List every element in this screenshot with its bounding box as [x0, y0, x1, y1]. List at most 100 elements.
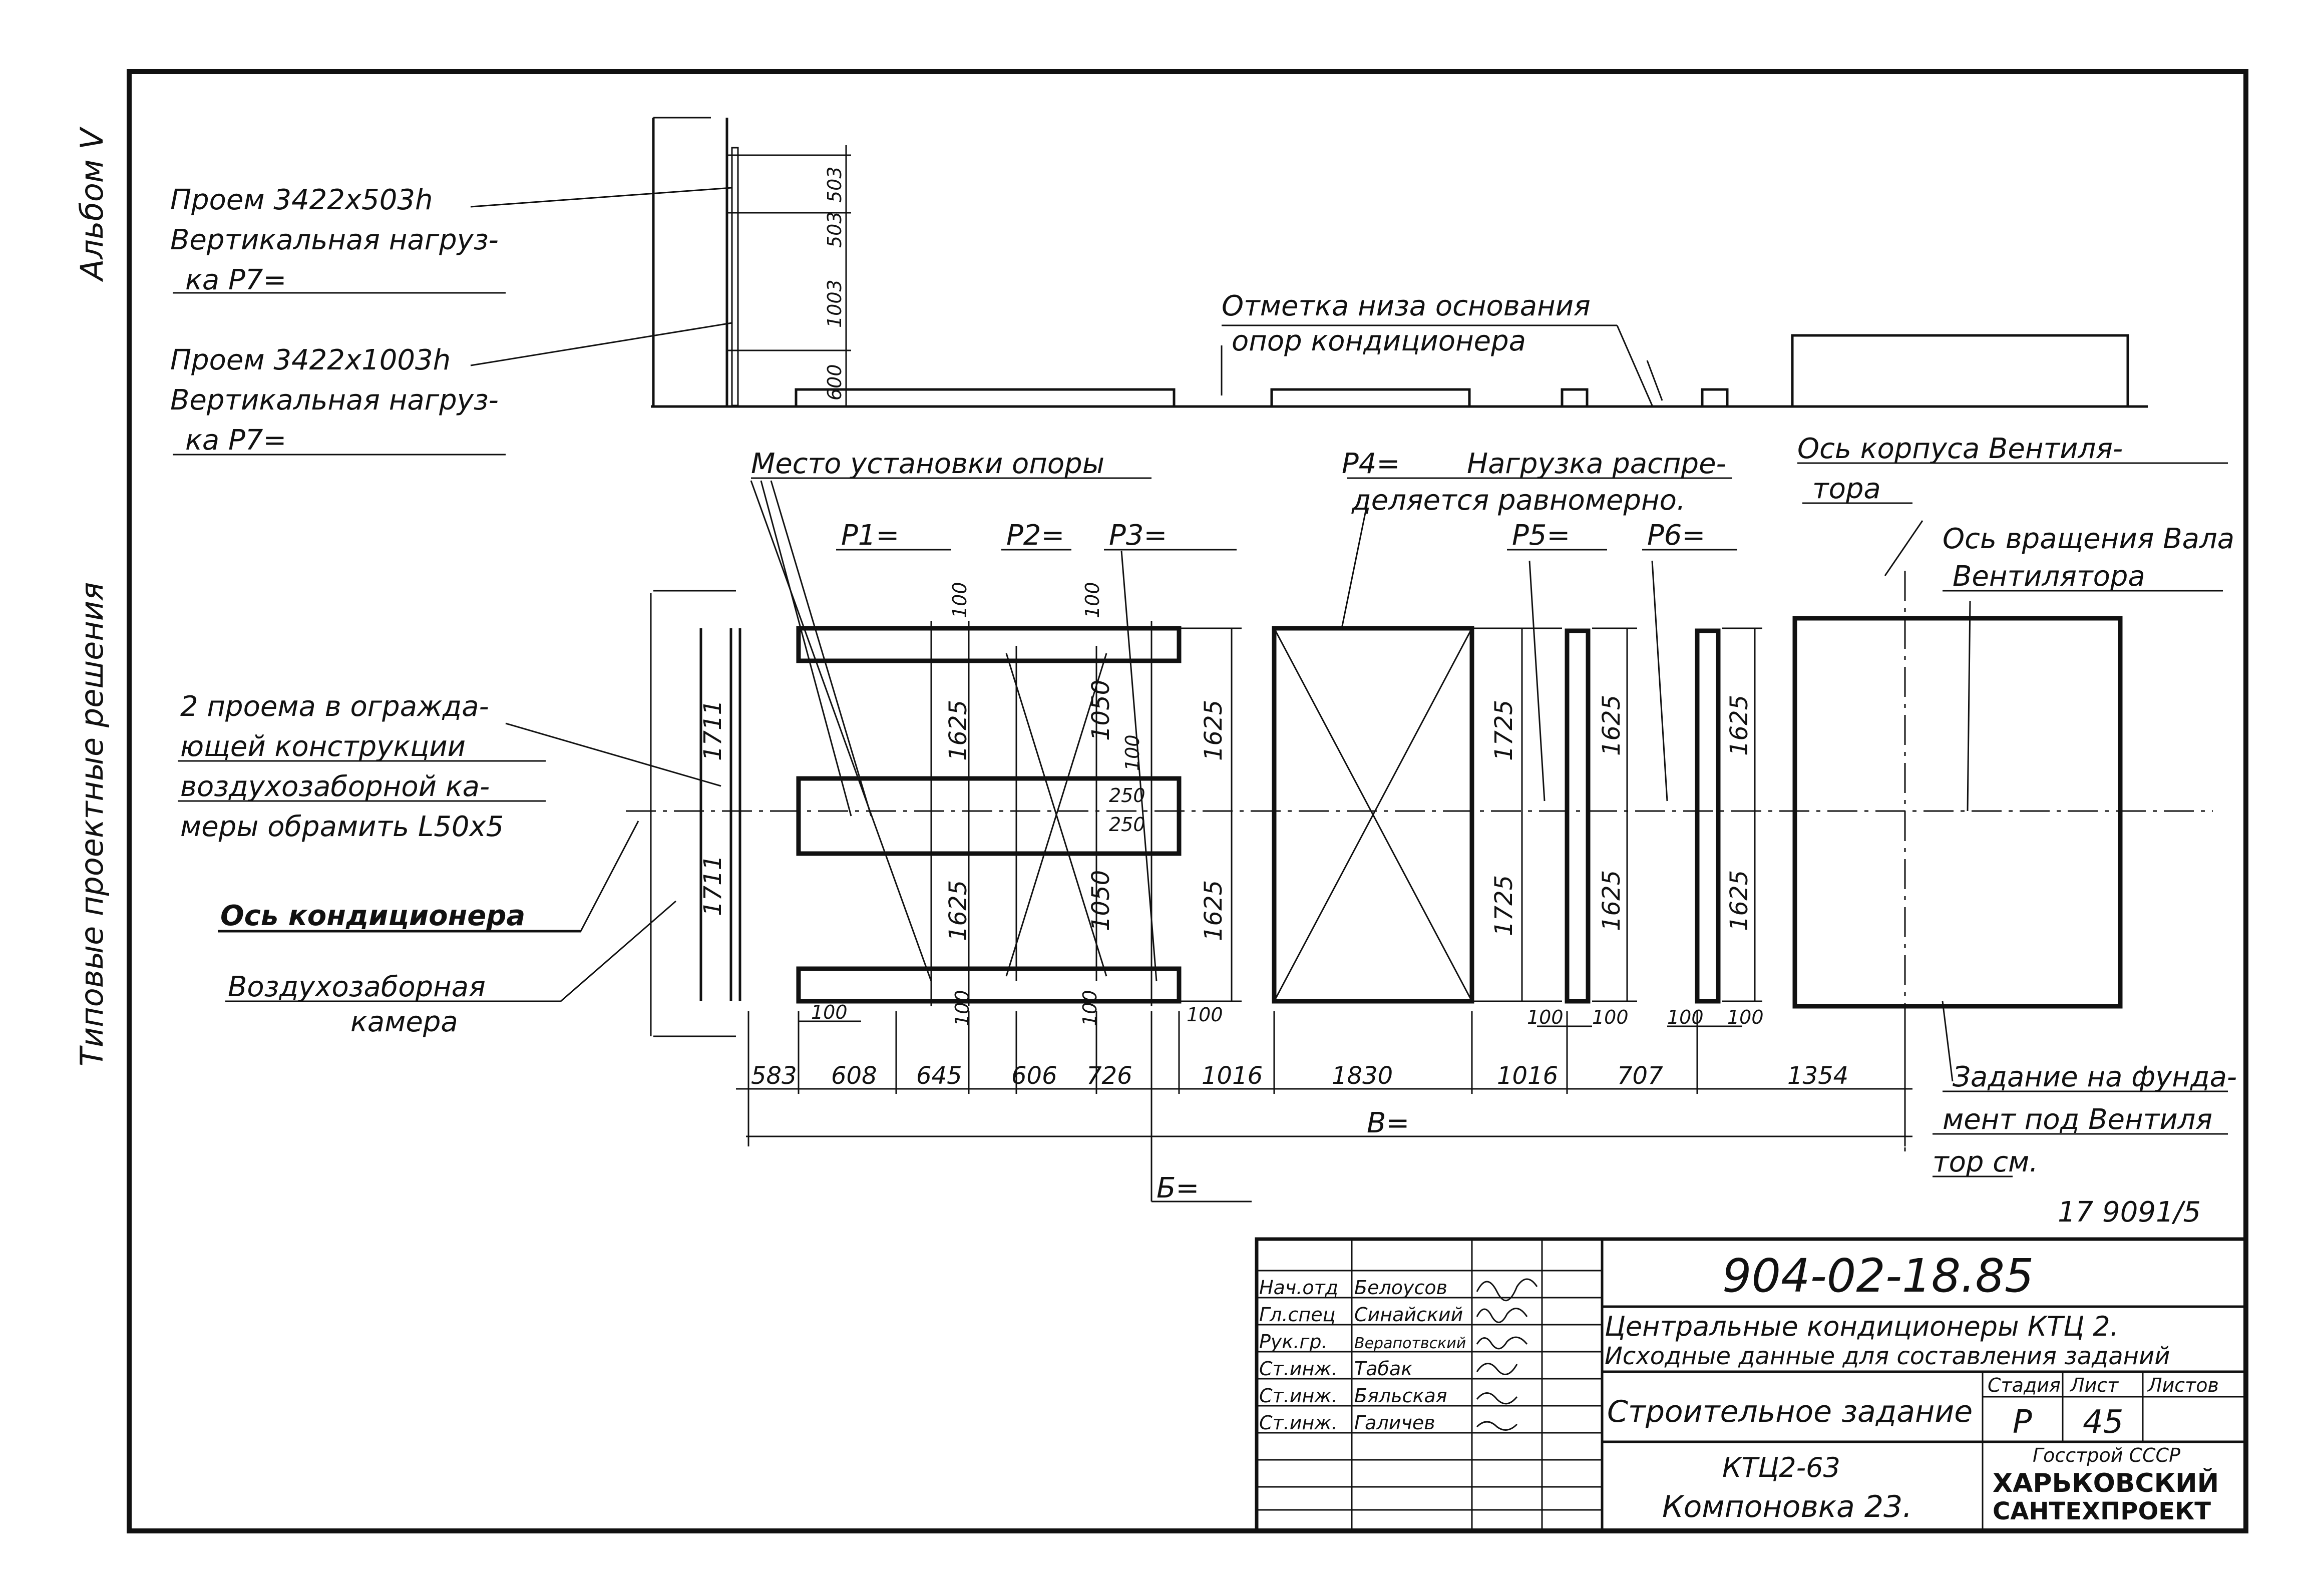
org-line-3: САНТЕХПРОЕКТ	[1993, 1497, 2211, 1525]
b-label: Б=	[1157, 1172, 1199, 1205]
opening-top-load-p7: ка Р7=	[185, 264, 286, 296]
dim-1016-b: 1016	[1497, 1062, 1558, 1090]
dim-1725-b: 1725	[1490, 875, 1518, 936]
p6-label: P6=	[1647, 519, 1705, 552]
support-beam-bottom	[796, 966, 1182, 1004]
v-label: В=	[1367, 1107, 1409, 1139]
section-p5-beam	[1565, 628, 1591, 1004]
signature-5	[1476, 1392, 1518, 1405]
sheet-header: Лист	[2069, 1374, 2119, 1396]
signature-3	[1476, 1336, 1528, 1350]
role-5: Ст.инж.	[1259, 1385, 1338, 1407]
dim-583: 583	[751, 1062, 797, 1090]
task-label-3: тор см.	[1933, 1146, 2038, 1178]
doc-description-2: Исходные данные для составления заданий	[1605, 1342, 2170, 1370]
layout-label: Компоновка 23.	[1662, 1489, 1912, 1524]
intake-label-1: Воздухозаборная	[228, 971, 486, 1003]
name-1: Белоусов	[1354, 1277, 1447, 1299]
fan-axis-label-1: Ось корпуса Вентиля-	[1797, 433, 2123, 465]
sheet-frame	[127, 69, 2248, 1533]
openings-label-1: 2 проема в огражда-	[180, 690, 489, 723]
doc-description-1: Центральные кондиционеры КТЦ 2.	[1605, 1311, 2119, 1342]
dim-1830: 1830	[1332, 1062, 1393, 1090]
role-2: Гл.спец	[1259, 1304, 1336, 1326]
load-dist-label-1: Нагрузка распре-	[1467, 448, 1726, 480]
p3-label: P3=	[1109, 519, 1167, 552]
fan-box	[1792, 616, 2123, 1009]
dim-250-a: 250	[1109, 784, 1145, 807]
sheet-value: 45	[2083, 1404, 2123, 1441]
p2-label: P2=	[1006, 519, 1064, 552]
dim-1725-a: 1725	[1490, 700, 1518, 761]
dim-645: 645	[916, 1062, 962, 1090]
dim-1625-g: 1625	[1725, 695, 1753, 756]
dim-726: 726	[1086, 1062, 1132, 1090]
opening-bottom-load-p7: ка Р7=	[185, 424, 286, 457]
opening-bottom-label: Проем 3422х1003h	[170, 344, 451, 376]
dim-1625-d: 1625	[1200, 880, 1228, 941]
p5-label: P5=	[1512, 519, 1570, 552]
dim-1625-h: 1625	[1725, 870, 1753, 931]
stage-value: Р	[2013, 1404, 2032, 1441]
base-mark-label-2: опор кондиционера	[1232, 325, 1526, 357]
model-label: КТЦ2-63	[1722, 1452, 1840, 1483]
elevation-view: 503 503 1003 600	[470, 117, 2148, 408]
dim-100-a: 100	[949, 582, 971, 618]
album-label: Альбом V	[74, 126, 110, 282]
support-place-label: Место установки опоры	[751, 448, 1104, 480]
elev-dim-1003: 1003	[824, 279, 846, 328]
dim-707: 707	[1617, 1062, 1663, 1090]
sheets-header: Листов	[2147, 1374, 2219, 1396]
elev-dim-600: 600	[824, 364, 846, 401]
openings-label-3: воздухозаборной ка-	[180, 770, 490, 803]
dim-608: 608	[831, 1062, 877, 1090]
openings-label-4: меры обрамить L50х5	[180, 811, 504, 843]
dim-100-4: 100	[1187, 1004, 1223, 1026]
plan-view: 1711 1711 1625 1625 1050 1050 250 250 10…	[626, 480, 2213, 1203]
dim-1016-a: 1016	[1202, 1062, 1263, 1090]
signature-6	[1476, 1421, 1518, 1431]
signature-2	[1476, 1308, 1528, 1323]
dim-1711-top: 1711	[699, 700, 727, 761]
name-2: Синайский	[1354, 1304, 1463, 1326]
role-4: Ст.инж.	[1259, 1358, 1338, 1380]
opening-top-label: Проем 3422х503h	[170, 184, 433, 216]
role-1: Нач.отд	[1259, 1277, 1338, 1299]
openings-label-2: ющей конструкции	[180, 730, 466, 763]
section-p6-beam	[1695, 628, 1721, 1004]
dim-1050-b: 1050	[1087, 870, 1115, 931]
dim-606: 606	[1011, 1062, 1057, 1090]
title-block	[1255, 1237, 2248, 1533]
dim-1711-bottom: 1711	[699, 855, 727, 916]
fan-axis-label-2: тора	[1812, 473, 1881, 505]
task-label-1: Задание на фунда-	[1953, 1061, 2237, 1093]
stage-header: Стадия	[1988, 1374, 2061, 1396]
intake-label-2: камера	[350, 1006, 458, 1038]
signature-1	[1476, 1278, 1538, 1302]
dim-100-1: 100	[811, 1001, 848, 1023]
p1-label: P1=	[841, 519, 899, 552]
dim-1050-a: 1050	[1087, 680, 1115, 741]
name-6: Галичев	[1354, 1412, 1435, 1434]
shaft-axis-label-1: Ось вращения Вала	[1943, 523, 2234, 555]
dim-250-b: 250	[1109, 814, 1145, 836]
org-line-2: ХАРЬКОВСКИЙ	[1993, 1468, 2219, 1498]
dim-1625-c: 1625	[1200, 700, 1228, 761]
series-label: Типовые проектные решения	[74, 582, 110, 1066]
task-label-2: мент под Вентиля	[1943, 1103, 2212, 1136]
shaft-axis-label-2: Вентилятора	[1953, 560, 2145, 593]
dim-100-5: 100	[1527, 1006, 1564, 1028]
dim-1625-f: 1625	[1598, 870, 1626, 931]
org-line-1: Госстрой СССР	[2033, 1444, 2180, 1466]
name-5: Бяльская	[1354, 1385, 1447, 1407]
dim-100-3: 100	[1079, 990, 1101, 1026]
name-3: Верапотвский	[1354, 1335, 1466, 1352]
dim-100-8: 100	[1727, 1006, 1764, 1028]
section-p4-box	[1272, 626, 1474, 1004]
dim-1625-a: 1625	[944, 700, 972, 761]
signature-4	[1476, 1363, 1518, 1375]
base-mark-label-1: Отметка низа основания	[1222, 290, 1591, 322]
role-3: Рук.гр.	[1259, 1331, 1328, 1353]
dim-100-2: 100	[951, 990, 973, 1026]
